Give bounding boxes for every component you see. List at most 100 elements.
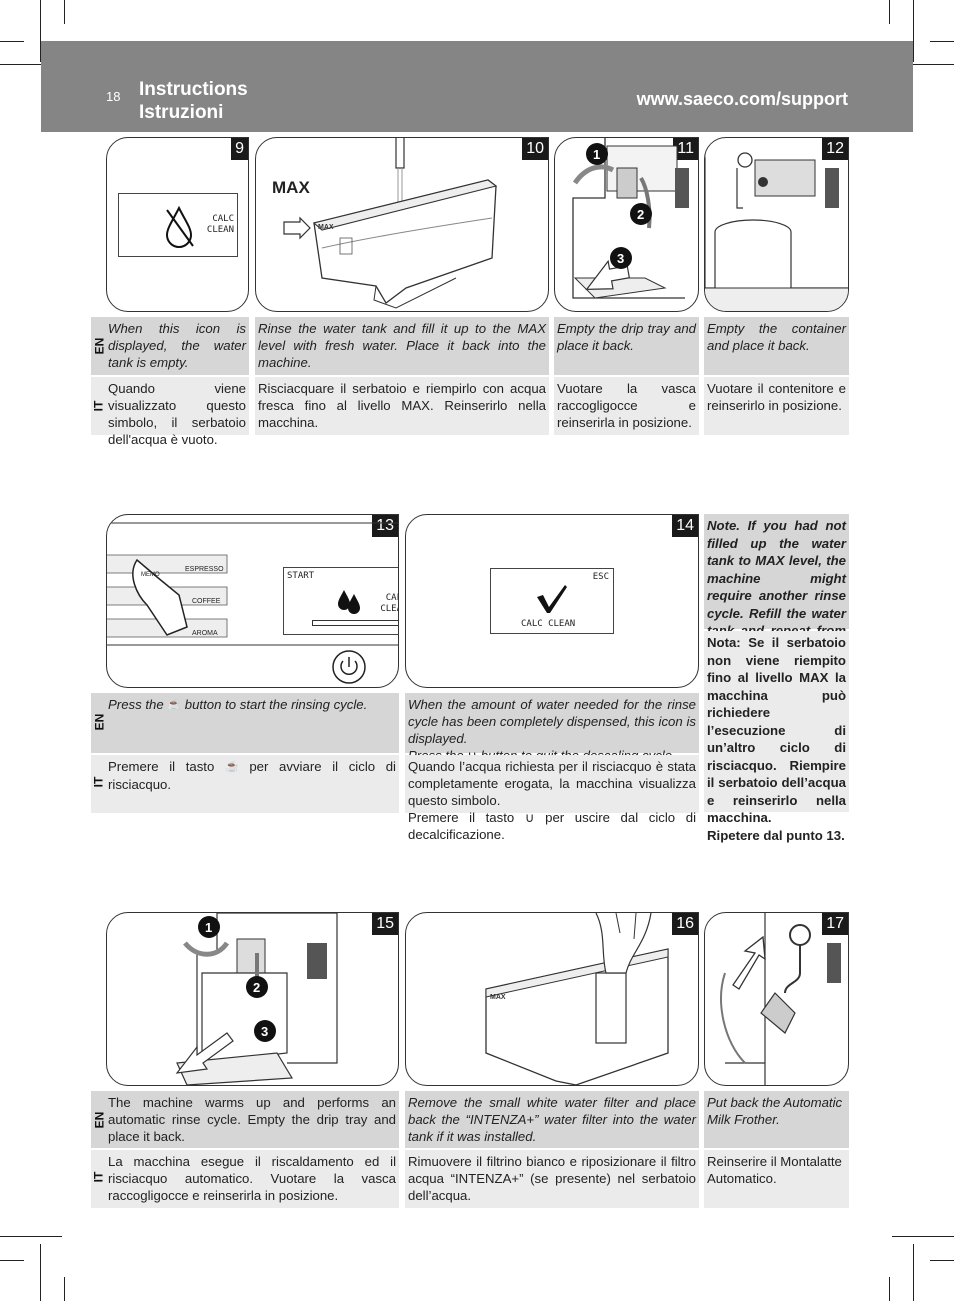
control-panel-drawing [107,522,398,684]
drip-tray-drawing: 1 2 3 [572,138,689,299]
step-13-en-text: Press the ☕ button to start the rinsing … [105,693,399,753]
step-14-it-text: Quando l’acqua richiesta per il risciacq… [405,755,699,842]
step-15-illustration: 15 1 2 3 [106,912,399,1086]
step-13-it-text: Premere il tasto ☕ per avviare il ciclo … [105,755,399,813]
it-lang-label: IT [91,377,108,435]
espresso-button-label: ESPRESSO [185,566,224,573]
it-lang-label: IT [91,755,108,813]
step-15-en-text: The machine warms up and performs an aut… [105,1091,399,1148]
step-10-en-text: Rinse the water tank and fill it up to t… [255,317,549,375]
svg-text:2: 2 [253,980,260,995]
crop-mark [0,41,24,42]
step-10-it-text: Risciacquare il serbatoio e riempirlo co… [255,377,549,435]
svg-text:1: 1 [593,147,600,162]
milk-frother-drawing [720,913,841,1085]
container-drawing [705,138,848,311]
step-number-badge: 12 [822,138,848,160]
lcd-start-text: START [287,571,315,581]
title-en: Instructions [139,79,248,100]
step-12-it-text: Vuotare il contenitore e reinserirlo in … [704,377,849,435]
step-number-badge: 16 [672,913,698,935]
crop-mark [0,64,62,65]
lcd-clea-text: CLEA [380,604,398,614]
step-number-badge: 17 [822,913,848,935]
step-16-en-text: Remove the small white water filter and … [405,1091,699,1148]
crop-mark [40,0,41,62]
step-16-illustration: 16 MAX [405,912,699,1086]
step-number-badge: 14 [672,515,698,537]
memo-cup-icon: ☕ [167,699,182,712]
crop-mark [64,0,65,24]
crop-mark [930,41,954,42]
water-drop-crossed-icon [165,205,194,248]
lcd-display: START CAL CLEA [283,567,398,635]
max-level-label: MAX [272,178,310,197]
crop-mark [889,1277,890,1301]
step-number-badge: 9 [231,138,248,160]
lcd-display: ESC CALC CLEAN [490,568,614,634]
step-14-en-text: When the amount of water needed for the … [405,693,699,763]
lcd-calc-clean-text: CALC CLEAN [521,619,576,629]
svg-text:1: 1 [205,920,212,935]
crop-mark [64,1277,65,1301]
step-number-badge: 15 [372,913,398,935]
step-17-illustration: 17 [704,912,849,1086]
memo-label: MEMO [141,572,160,578]
lcd-esc-text: ESC [592,572,609,582]
step-11-illustration: 11 1 2 3 [554,137,699,312]
svg-text:3: 3 [261,1024,268,1039]
tank-max-label: MAX [318,224,334,231]
lcd-calc-text: CALC [212,214,234,224]
note-it-repeat: Ripetere dal punto 13. [707,827,845,843]
page-number: 18 [106,89,121,104]
note-it-text: Nota: Se il serbatoio non viene riempito… [707,635,846,825]
lcd-cal-text: CAL [385,593,398,603]
descale-icon: ∪ [524,810,535,825]
en-lang-label: EN [91,1091,108,1148]
step-9-it-text: Quando viene visualizzato questo simbolo… [105,377,249,447]
step-9-illustration: 9 CALC CLEAN [106,137,249,312]
lcd-progress-bar [312,620,398,626]
crop-mark [0,1236,62,1237]
crop-mark [892,1236,954,1237]
tank-max-label: MAX [490,994,506,1001]
crop-mark [913,1244,914,1301]
step-number-badge: 13 [372,515,398,537]
crop-mark [930,1260,954,1261]
step-12-illustration: 12 [704,137,849,312]
page-header [41,41,913,132]
svg-text:3: 3 [617,251,624,266]
en-lang-label: EN [91,317,108,375]
it-lang-label: IT [91,1150,108,1208]
crop-mark [889,0,890,24]
step-17-it-text: Reinserire il Montalatte Au­tomatico. [704,1150,849,1208]
coffee-button-label: COFFEE [192,598,221,605]
step-12-en-text: Empty the container and place it back. [704,317,849,375]
crop-mark [40,1244,41,1301]
step-13-illustration: 13 ESPRESSO COFFEE AROMA MEMO START CAL … [106,514,399,688]
water-tank-drawing [283,138,498,309]
en-lang-label: EN [91,693,108,753]
page-title: Instructions Istruzioni [139,78,248,124]
support-url[interactable]: www.saeco.com/support [636,89,848,109]
water-drops-icon [338,590,360,614]
step-15-it-text: La macchina esegue il riscaldamento ed i… [105,1150,399,1208]
step-16-it-text: Rimuovere il filtrino bianco e riposizio… [405,1150,699,1208]
crop-mark [913,0,914,62]
crop-mark [892,64,954,65]
step-17-en-text: Put back the Automatic Milk Frother. [704,1091,849,1148]
step-11-it-text: Vuotare la vasca raccogli­gocce e reinse… [554,377,699,435]
crop-mark [0,1260,24,1261]
lcd-display: CALC CLEAN [118,193,238,257]
step-14-illustration: 14 ESC CALC CLEAN [405,514,699,688]
checkmark-icon [537,585,567,613]
note-it: Nota: Se il serbatoio non viene riempito… [704,631,849,843]
aroma-button-label: AROMA [192,630,218,637]
lcd-clean-text: CLEAN [206,225,234,235]
note-en: Note. If you had not filled up the water… [704,514,849,656]
water-filter-drawing [485,913,669,1085]
step-number-badge: 11 [673,138,698,160]
machine-drip-tray-drawing: 1 2 3 [175,913,338,1085]
step-11-en-text: Empty the drip tray and place it back. [554,317,699,375]
memo-cup-icon: ☕ [224,761,239,774]
